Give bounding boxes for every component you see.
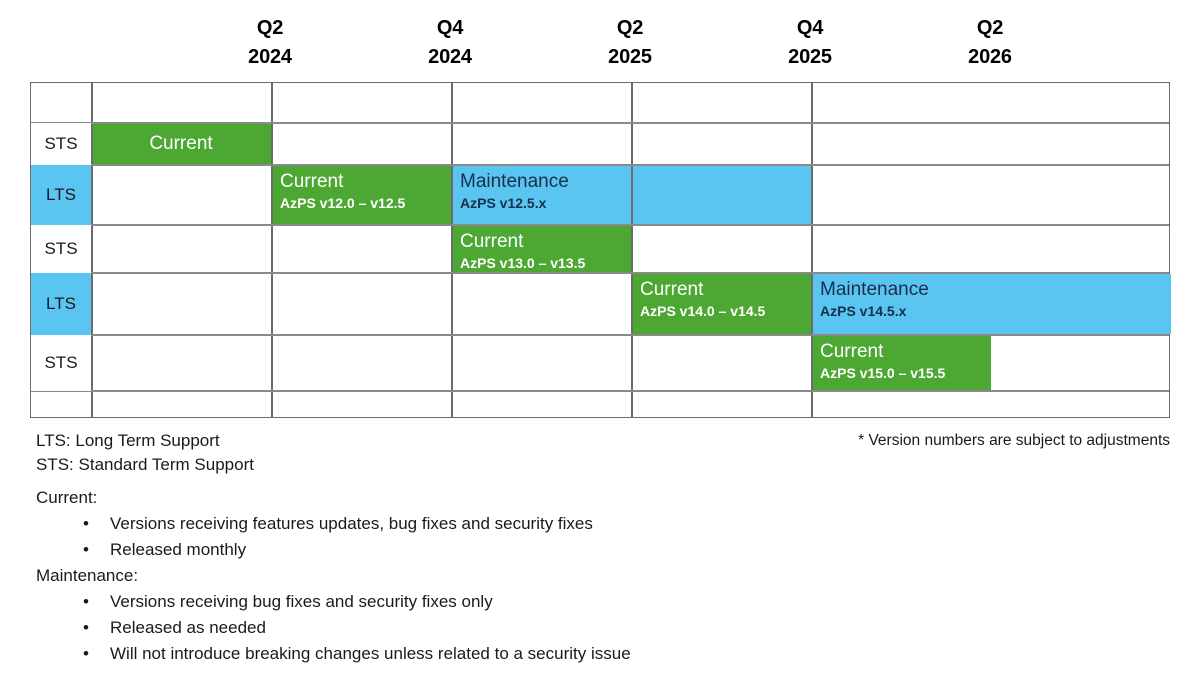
quarter-year: 2025 — [788, 46, 832, 68]
bullet-dot-icon: • — [83, 540, 89, 559]
grid-horizontal-line — [31, 272, 1169, 274]
note-bullet-item: • Released monthly — [36, 537, 631, 563]
bar-version-label: AzPS v14.0 – v14.5 — [640, 303, 766, 320]
quarter-label-q4-2025: Q4 2025 — [730, 14, 890, 72]
bullet-dot-icon: • — [83, 644, 89, 663]
bar-version-label: AzPS v12.0 – v12.5 — [280, 195, 406, 212]
grid-horizontal-line — [31, 390, 1169, 392]
quarter-name: Q2 — [256, 17, 284, 39]
timeline-bar-current: Current — [91, 124, 271, 164]
quarter-name: Q2 — [616, 17, 644, 39]
notes-maintenance-heading: Maintenance: — [36, 566, 139, 585]
legend-lts: LTS: Long Term Support — [36, 431, 220, 450]
legend-block: LTS: Long Term Support STS: Standard Ter… — [36, 429, 254, 477]
bar-phase-label: Maintenance — [820, 279, 929, 300]
note-bullet-item: • Released as needed — [36, 615, 631, 641]
bullet-dot-icon: • — [83, 514, 89, 533]
note-bullet-item: • Versions receiving features updates, bu… — [36, 511, 631, 537]
note-bullet-text: Will not introduce breaking changes unle… — [110, 644, 631, 663]
bar-phase-label: Current — [280, 171, 344, 192]
quarter-label-q2-2025: Q2 2025 — [550, 14, 710, 72]
quarter-label-q4-2024: Q4 2024 — [370, 14, 530, 72]
footnote-version-disclaimer: * Version numbers are subject to adjustm… — [858, 432, 1170, 449]
grid-vertical-line — [631, 83, 633, 417]
grid-vertical-line — [91, 83, 93, 417]
note-bullet-item: • Will not introduce breaking changes unl… — [36, 641, 631, 667]
notes-current-bullets: • Versions receiving features updates, bu… — [36, 511, 631, 563]
table-spacer-row — [31, 83, 1171, 123]
quarter-header: Q2 2024 Q4 2024 Q2 2025 Q4 2025 Q2 2026 — [0, 14, 1200, 76]
table-row: STS — [31, 123, 1171, 165]
bar-phase-label: Current — [640, 279, 704, 300]
grid-vertical-line — [451, 83, 453, 417]
note-bullet-text: Released as needed — [110, 618, 266, 637]
bar-version-label: AzPS v14.5.x — [820, 303, 907, 320]
grid-horizontal-line — [31, 122, 1169, 124]
row-label-lts: LTS — [31, 273, 91, 335]
bullet-dot-icon: • — [83, 592, 89, 611]
bar-version-label: AzPS v15.0 – v15.5 — [820, 365, 946, 382]
quarter-year: 2024 — [428, 46, 472, 68]
grid-horizontal-line — [31, 224, 1169, 226]
bar-phase-label: Current — [460, 231, 524, 252]
bar-phase-label: Current — [820, 341, 884, 362]
row-label-lts: LTS — [31, 165, 91, 225]
notes-current-heading: Current: — [36, 488, 98, 507]
legend-sts: STS: Standard Term Support — [36, 455, 254, 474]
table-row: LTS — [31, 273, 1171, 335]
table-row: LTS — [31, 165, 1171, 225]
bar-phase-label: Current — [149, 133, 213, 155]
quarter-name: Q2 — [976, 17, 1004, 39]
note-bullet-text: Released monthly — [110, 540, 247, 559]
note-bullet-text: Versions receiving bug fixes and securit… — [110, 592, 493, 611]
table-row: STS — [31, 225, 1171, 273]
table-row: STS — [31, 335, 1171, 391]
quarter-name: Q4 — [796, 17, 824, 39]
bar-version-label: AzPS v12.5.x — [460, 195, 547, 212]
notes-maintenance-bullets: • Versions receiving bug fixes and securi… — [36, 589, 631, 667]
row-label-sts: STS — [31, 123, 91, 165]
quarter-label-q2-2026: Q2 2026 — [910, 14, 1070, 72]
bar-phase-label: Maintenance — [460, 171, 569, 192]
grid-horizontal-line — [31, 334, 1169, 336]
row-label-sts: STS — [31, 335, 91, 391]
quarter-year: 2024 — [248, 46, 292, 68]
quarter-label-q2-2024: Q2 2024 — [190, 14, 350, 72]
bar-version-label: AzPS v13.0 – v13.5 — [460, 255, 586, 272]
bullet-dot-icon: • — [83, 618, 89, 637]
grid-vertical-line — [811, 83, 813, 417]
quarter-year: 2025 — [608, 46, 652, 68]
grid-horizontal-line — [31, 164, 1169, 166]
quarter-year: 2026 — [968, 46, 1012, 68]
quarter-name: Q4 — [436, 17, 464, 39]
note-bullet-item: • Versions receiving bug fixes and securi… — [36, 589, 631, 615]
row-label-sts: STS — [31, 225, 91, 273]
table-spacer-row — [31, 391, 1171, 419]
notes-block: Current: • Versions receiving features up… — [36, 485, 631, 667]
grid-vertical-line — [271, 83, 273, 417]
note-bullet-text: Versions receiving features updates, bug… — [110, 514, 593, 533]
